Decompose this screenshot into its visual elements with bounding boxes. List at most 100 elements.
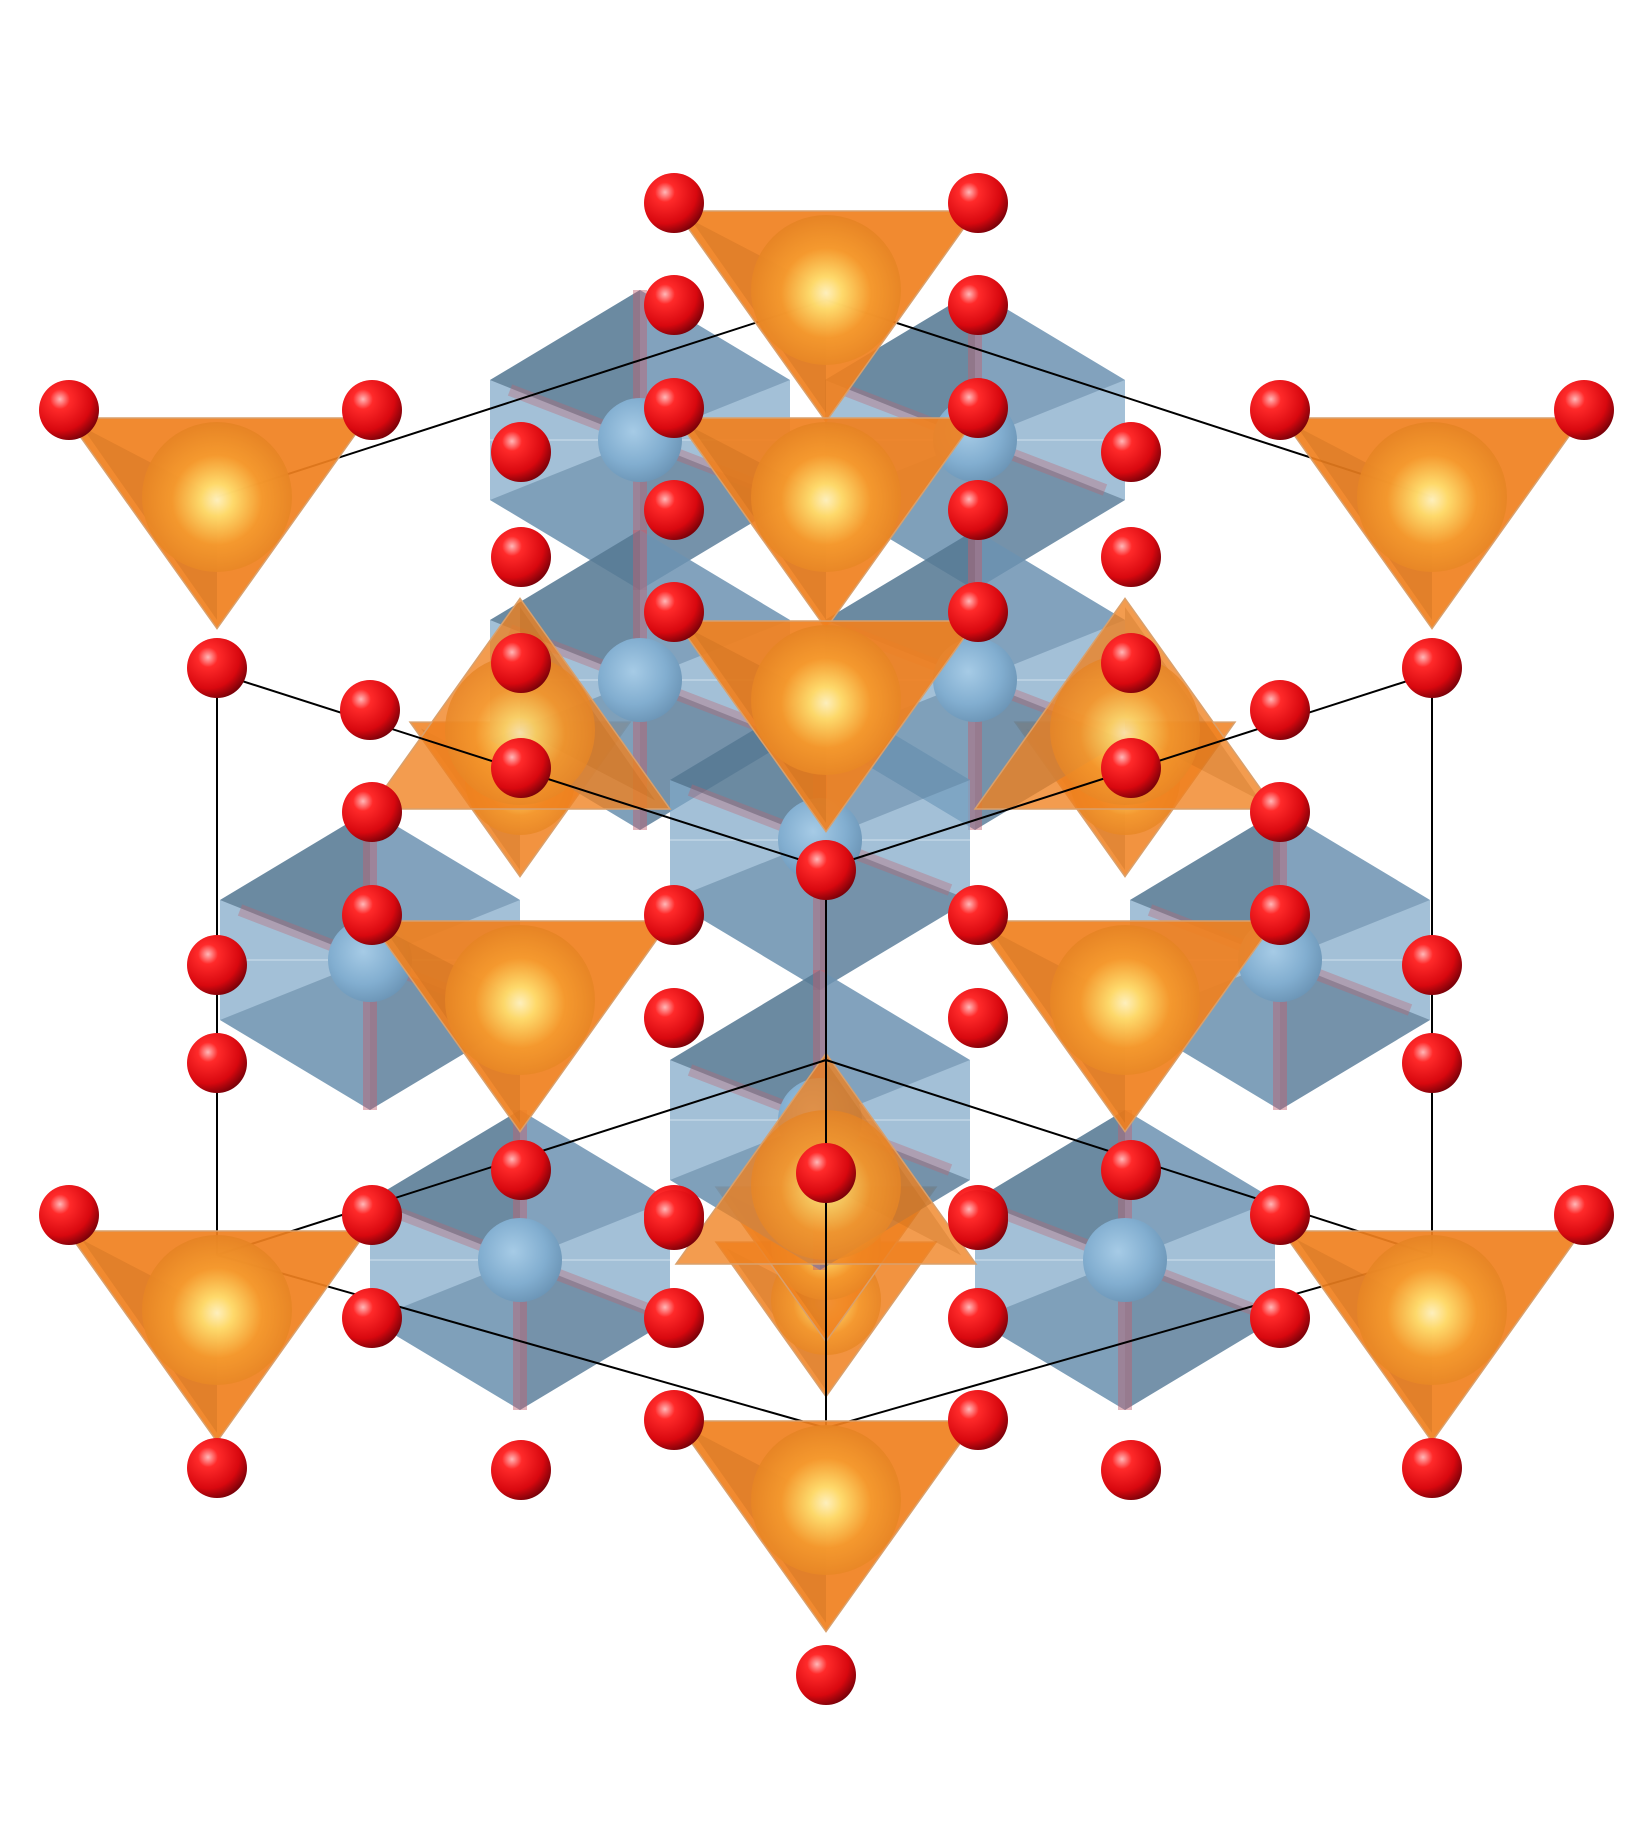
oxygen-atom [1402, 1033, 1462, 1093]
oxygen-atom [1101, 1140, 1161, 1200]
oxygen-atom [39, 380, 99, 440]
oxygen-atom [1250, 782, 1310, 842]
oxygen-atom [948, 480, 1008, 540]
oxygen-atom [1250, 1288, 1310, 1348]
oxygen-atom [1554, 380, 1614, 440]
tetrahedron [674, 210, 978, 423]
tetrahedral-cation [142, 422, 292, 572]
tetrahedra-layer [65, 210, 1584, 1633]
oxygen-atom [1101, 422, 1161, 482]
oxygen-atom [644, 885, 704, 945]
oxygen-atom [187, 1438, 247, 1498]
oxygen-atom [1402, 935, 1462, 995]
oxygen-atom [1250, 885, 1310, 945]
oxygen-atom [1101, 1440, 1161, 1500]
octahedron-face-mid [370, 1260, 520, 1410]
oxygen-atom [644, 173, 704, 233]
oxygen-atom [1250, 680, 1310, 740]
oxygen-atom [1101, 738, 1161, 798]
oxygen-atom [39, 1185, 99, 1245]
octahedral-cation [478, 1218, 562, 1302]
octahedron-face-mid [975, 290, 1125, 440]
oxygen-atom [796, 1143, 856, 1203]
oxygen-atom [644, 1390, 704, 1450]
octahedron-face-dark [520, 1260, 670, 1410]
oxygen-atom [796, 1645, 856, 1705]
tetrahedron [1280, 417, 1584, 630]
octahedron-8 [370, 1110, 670, 1410]
octahedron-face-dark [670, 970, 820, 1120]
octahedron-face-mid [640, 530, 790, 680]
oxygen-atom [187, 935, 247, 995]
tetrahedron [674, 417, 978, 630]
oxygen-atom [342, 885, 402, 945]
oxygen-atom [491, 1140, 551, 1200]
octahedron-face-mid [820, 970, 970, 1120]
oxygen-atom [491, 527, 551, 587]
octahedron-face-dark [820, 840, 970, 990]
tetrahedron [973, 920, 1277, 1133]
oxygen-atom [948, 275, 1008, 335]
octahedron-face-dark [825, 290, 975, 440]
oxygen-atom [644, 1190, 704, 1250]
tetrahedron-shade [691, 219, 826, 413]
octahedron-face-mid [975, 530, 1125, 680]
octahedron-face-dark [975, 1110, 1125, 1260]
oxygen-atom [1554, 1185, 1614, 1245]
oxygen-atom [948, 582, 1008, 642]
oxygen-atom [342, 1185, 402, 1245]
octahedron-face-dark [370, 1110, 520, 1260]
oxygen-atom [340, 680, 400, 740]
oxygen-atom [1250, 1185, 1310, 1245]
tetrahedral-cation [751, 1425, 901, 1575]
octahedron-face-dark [490, 290, 640, 440]
oxygen-atom [948, 378, 1008, 438]
tetrahedron [65, 417, 369, 630]
oxygen-atom [1402, 638, 1462, 698]
tetrahedron [1280, 1230, 1584, 1443]
tetrahedral-cation [1050, 925, 1200, 1075]
oxygen-atom [644, 1288, 704, 1348]
octahedron-7 [1130, 810, 1430, 1110]
oxygen-atoms-layer [39, 173, 1614, 1705]
tetrahedral-cation [751, 422, 901, 572]
octahedron-face-dark [220, 810, 370, 960]
oxygen-atom [644, 582, 704, 642]
oxygen-atom [644, 988, 704, 1048]
tetrahedral-cation [1050, 655, 1200, 805]
octahedral-cation [1083, 1218, 1167, 1302]
tetrahedral-cation [751, 625, 901, 775]
oxygen-atom [644, 480, 704, 540]
oxygen-atom [491, 633, 551, 693]
tetrahedron-shade [1026, 728, 1125, 871]
oxygen-atom [644, 378, 704, 438]
octahedral-cation [933, 638, 1017, 722]
tetrahedral-cation [142, 1235, 292, 1385]
oxygen-atom [342, 782, 402, 842]
octahedron-face-dark [1125, 1260, 1275, 1410]
oxygen-atom [644, 275, 704, 335]
octahedron-face-dark [370, 960, 520, 1110]
oxygen-atom [948, 1190, 1008, 1250]
tetrahedral-cation [751, 215, 901, 365]
octahedron-face-mid [220, 960, 370, 1110]
octahedron-face-mid [1280, 810, 1430, 960]
oxygen-atom [948, 885, 1008, 945]
tetrahedron-inverted [368, 597, 672, 810]
tetrahedron [65, 1230, 369, 1443]
oxygen-atom [187, 1033, 247, 1093]
oxygen-atom [491, 738, 551, 798]
tetrahedral-cation [1357, 422, 1507, 572]
oxygen-atom [342, 380, 402, 440]
oxygen-atom [948, 1390, 1008, 1450]
oxygen-atom [948, 1288, 1008, 1348]
octahedron-face-dark [490, 530, 640, 680]
octahedron-face-mid [670, 840, 820, 990]
oxygen-atom [948, 173, 1008, 233]
oxygen-atom [1250, 380, 1310, 440]
oxygen-atom [1101, 633, 1161, 693]
tetrahedron [674, 1420, 978, 1633]
oxygen-atom [1101, 527, 1161, 587]
